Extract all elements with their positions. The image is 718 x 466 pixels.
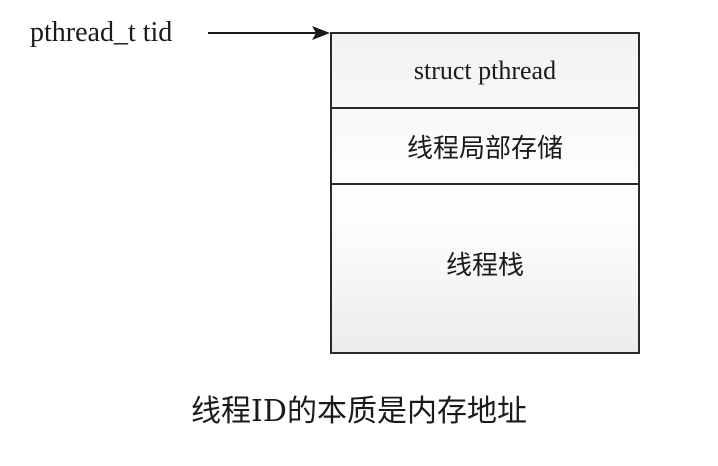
pthread-tid-label: pthread_t tid <box>30 17 173 48</box>
pointer-arrowhead <box>312 26 330 40</box>
segment-thread-local-storage: 线程局部存储 <box>332 109 638 185</box>
segment-struct-pthread: struct pthread <box>332 34 638 109</box>
segment-thread-stack: 线程栈 <box>445 251 524 281</box>
memory-block: struct pthread 线程局部存储 线程栈 <box>330 32 640 354</box>
figure-caption: 线程ID的本质是内存地址 <box>191 394 527 429</box>
